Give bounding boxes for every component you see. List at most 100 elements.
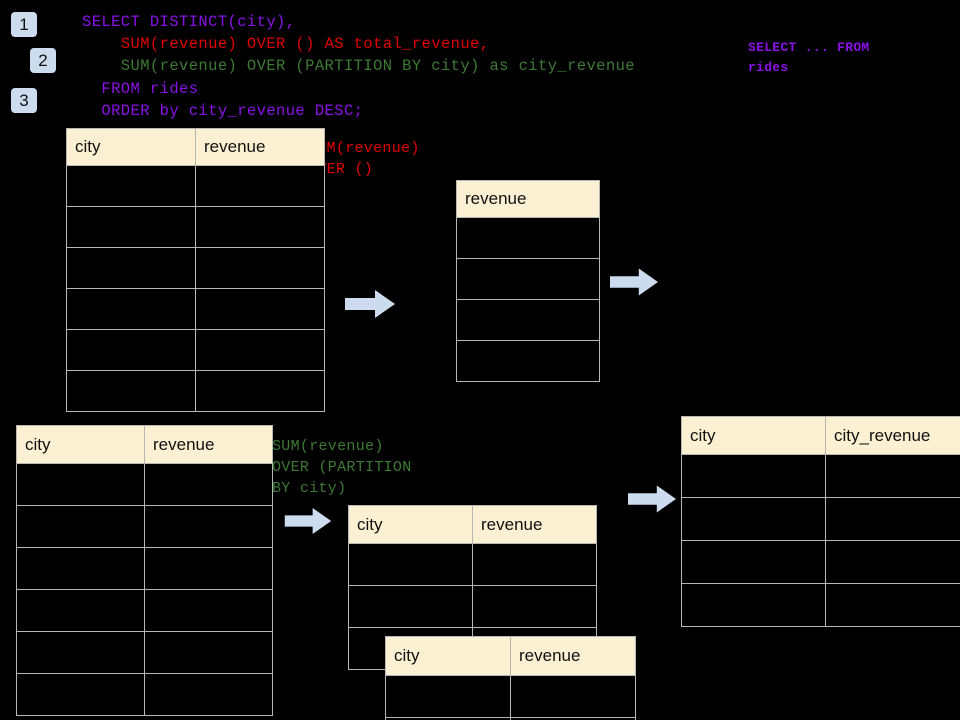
cell-city [385, 675, 511, 718]
cell-revenue [144, 631, 273, 674]
table-row [348, 543, 597, 586]
cell-city [348, 585, 473, 628]
table-header-row: city revenue [66, 128, 325, 166]
cell-revenue [472, 585, 597, 628]
sql-line-total-revenue: SUM(revenue) OVER () AS total_revenue, [82, 35, 490, 53]
column-header-revenue: revenue [195, 128, 325, 166]
table-row [16, 547, 273, 590]
table-row [681, 583, 960, 627]
cell-city [681, 497, 826, 541]
cell-revenue [456, 299, 600, 341]
arrow-rides-to-total [345, 290, 395, 318]
table-header-row: city revenue [348, 505, 597, 544]
cell-city [348, 543, 473, 586]
sql-line-select: SELECT DISTINCT(city), [82, 13, 296, 31]
cell-revenue [456, 258, 600, 300]
column-header-revenue: revenue [456, 180, 600, 218]
step-badge-1-label: 1 [19, 15, 29, 34]
column-header-revenue: revenue [510, 636, 636, 676]
cell-revenue [456, 340, 600, 382]
table-header-row: city city_revenue [681, 416, 960, 455]
table-row [66, 206, 325, 248]
cell-revenue [144, 463, 273, 506]
table-row [385, 717, 636, 720]
partition-group-table-b: city revenue [385, 636, 636, 720]
cell-revenue [195, 206, 325, 248]
cell-revenue [456, 217, 600, 259]
table-row [681, 454, 960, 498]
table-header-row: city revenue [385, 636, 636, 676]
column-header-city: city [66, 128, 196, 166]
table-header-row: revenue [456, 180, 600, 218]
cell-revenue [195, 370, 325, 412]
table-row [681, 540, 960, 584]
cell-city-revenue [825, 583, 960, 627]
table-row [385, 675, 636, 718]
cell-revenue [144, 589, 273, 632]
annotation-partition-window: SUM(revenue) OVER (PARTITION BY city) [272, 438, 412, 497]
cell-revenue [195, 247, 325, 289]
table-row [66, 288, 325, 330]
cell-city [681, 540, 826, 584]
table-row [456, 217, 600, 259]
cell-revenue [144, 547, 273, 590]
cell-revenue [195, 165, 325, 207]
column-header-city: city [16, 425, 145, 464]
column-header-city: city [681, 416, 826, 455]
cell-city-revenue [825, 497, 960, 541]
cell-city [66, 165, 196, 207]
cell-city [16, 505, 145, 548]
column-header-revenue: revenue [144, 425, 273, 464]
table-row [456, 299, 600, 341]
cell-revenue [144, 505, 273, 548]
sql-line-order-by: ORDER by city_revenue DESC; [82, 102, 364, 120]
cell-city [66, 329, 196, 371]
cell-city [66, 370, 196, 412]
step-badge-3-label: 3 [19, 91, 29, 110]
table-row [16, 631, 273, 674]
cell-city [16, 631, 145, 674]
arrow-partition-to-result [628, 485, 676, 513]
cell-city [681, 454, 826, 498]
column-header-city-revenue: city_revenue [825, 416, 960, 455]
partition-group-table-a: city revenue [348, 505, 597, 670]
city-revenue-result-table: city city_revenue [681, 416, 960, 627]
cell-city [16, 673, 145, 716]
cell-city [16, 547, 145, 590]
cell-city [66, 247, 196, 289]
cell-revenue [510, 717, 636, 720]
arrow-total-to-result [610, 268, 658, 296]
cell-revenue [144, 673, 273, 716]
table-row [66, 165, 325, 207]
cell-city [16, 463, 145, 506]
table-row [456, 258, 600, 300]
sql-line-from: FROM rides [82, 80, 199, 98]
cell-city [16, 589, 145, 632]
step-badge-2: 2 [30, 48, 56, 73]
cell-city-revenue [825, 454, 960, 498]
table-row [16, 673, 273, 716]
table-row [16, 589, 273, 632]
rides-source-table-bottom: city revenue [16, 425, 273, 716]
table-row [66, 370, 325, 412]
table-header-row: city revenue [16, 425, 273, 464]
table-row [66, 329, 325, 371]
cell-city-revenue [825, 540, 960, 584]
step-badge-3: 3 [11, 88, 37, 113]
cell-city [66, 288, 196, 330]
table-row [16, 505, 273, 548]
step-badge-2-label: 2 [38, 51, 48, 70]
sql-line-city-revenue: SUM(revenue) OVER (PARTITION BY city) as… [82, 57, 635, 75]
step-badge-1: 1 [11, 12, 37, 37]
arrow-rides-to-partition [284, 508, 332, 534]
total-revenue-table: revenue [456, 180, 600, 382]
cell-revenue [195, 329, 325, 371]
table-row [66, 247, 325, 289]
rides-source-table: city revenue [66, 128, 325, 412]
sql-side-note: SELECT ... FROM rides [748, 40, 870, 75]
cell-revenue [472, 543, 597, 586]
cell-city [66, 206, 196, 248]
column-header-city: city [385, 636, 511, 676]
column-header-revenue: revenue [472, 505, 597, 544]
